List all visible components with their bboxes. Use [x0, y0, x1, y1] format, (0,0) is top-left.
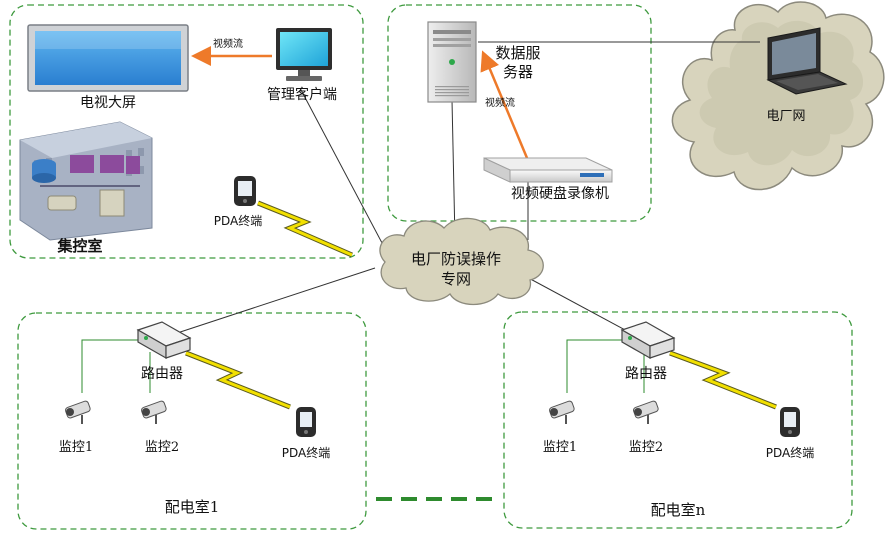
plant-net-label: 电厂网	[766, 109, 805, 124]
router-1-icon	[136, 321, 192, 360]
dist-room-n-zone	[503, 311, 853, 529]
wireless-links	[185, 200, 777, 410]
pda-top-label: PDA终端	[214, 213, 262, 228]
dist-room-1-label: 配电室1	[165, 498, 220, 516]
flow-label-nvr-server: 视频流	[485, 96, 515, 109]
data-server-icon	[427, 21, 477, 103]
client-monitor-icon	[276, 28, 332, 81]
tv-wall-label: 电视大屏	[80, 95, 136, 111]
camera-1-2-icon	[141, 400, 167, 424]
control-room-zone	[9, 4, 364, 259]
cam-1-1-label: 监控1	[59, 440, 93, 455]
router-1-label: 路由器	[141, 366, 183, 382]
camera-n-2-icon	[633, 400, 659, 424]
cloud-label-line2: 专网	[441, 270, 471, 288]
pda-1-icon	[296, 407, 316, 437]
pda-top-icon	[234, 176, 256, 206]
video-flow-arrows	[191, 46, 529, 159]
router-n-icon	[620, 321, 676, 360]
client-label: 管理客户端	[267, 86, 337, 103]
pda-1-label: PDA终端	[282, 445, 330, 460]
camera-links-room-1	[81, 339, 645, 393]
camera-n-1-icon	[549, 400, 575, 424]
server-label-line1: 数据服	[495, 44, 540, 62]
laptop-icon	[766, 27, 848, 95]
cam-n-1-label: 监控1	[543, 440, 577, 455]
data-room-zone	[387, 4, 652, 222]
cloud-label-line1: 电厂防误操作	[411, 250, 501, 268]
plant-network-cloud	[671, 1, 885, 191]
cam-1-2-label: 监控2	[145, 440, 179, 455]
private-network-cloud	[379, 217, 544, 306]
dist-room-1-zone	[17, 312, 367, 530]
nvr-label: 视频硬盘录像机	[511, 185, 609, 202]
dist-room-n-label: 配电室n	[651, 501, 706, 519]
camera-1-1-icon	[65, 400, 91, 424]
pda-n-label: PDA终端	[766, 445, 814, 460]
flow-label-client-tv: 视频流	[213, 37, 243, 50]
router-n-label: 路由器	[625, 366, 667, 382]
control-room-label: 集控室	[56, 237, 102, 255]
nvr-device-icon	[483, 157, 613, 183]
pda-n-icon	[780, 407, 800, 437]
cam-n-2-label: 监控2	[629, 440, 663, 455]
server-label-line2: 务器	[503, 63, 533, 81]
tv-wall-icon	[27, 24, 189, 92]
control-center-building-icon	[19, 121, 153, 241]
